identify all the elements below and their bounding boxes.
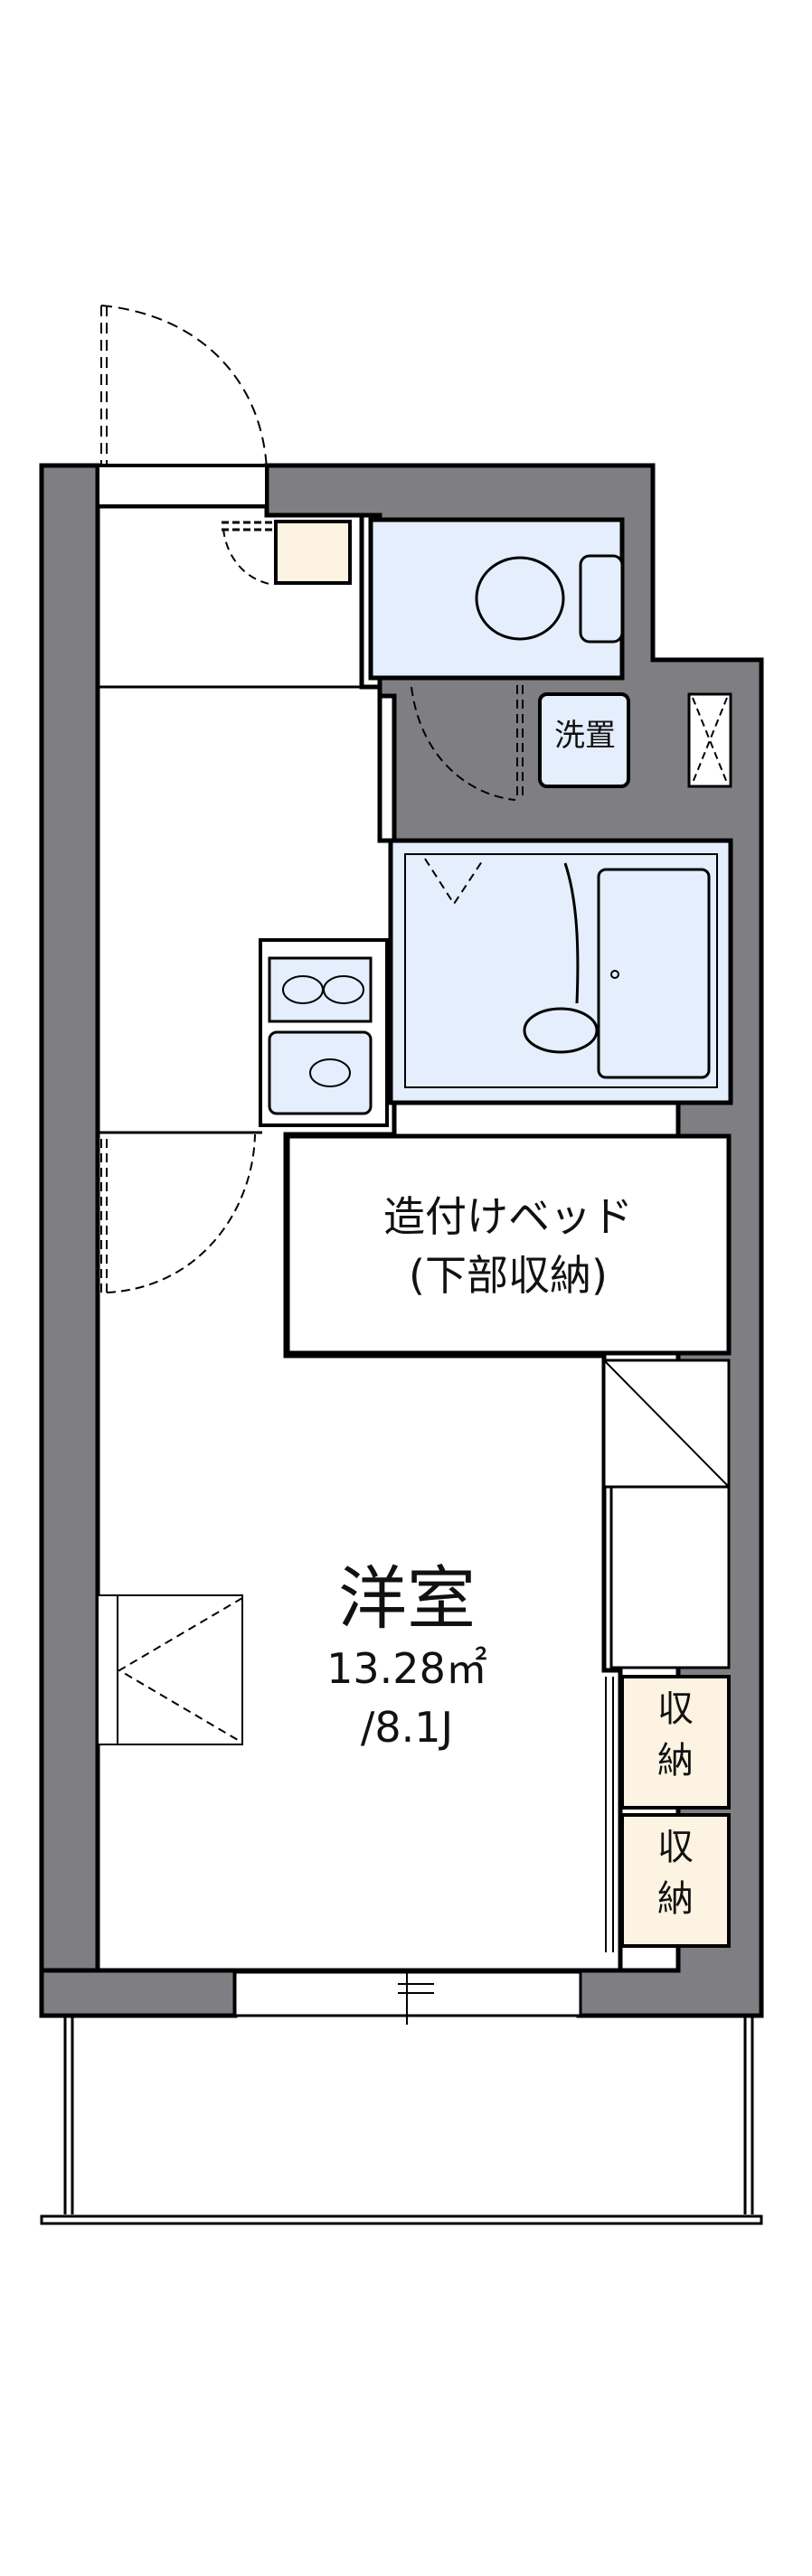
main-room-tatami: /8.1J <box>360 1703 454 1752</box>
main-room-area: 13.28㎡ <box>326 1644 487 1693</box>
window-icon <box>97 1594 243 1745</box>
toilet-door-icon <box>411 685 524 801</box>
storage-2 <box>620 1813 731 1948</box>
washer-space-label: 洗置 <box>554 718 616 754</box>
entrance-door-icon <box>100 305 268 471</box>
built-in-bed-label-line1: 造付けベッド <box>383 1192 633 1241</box>
built-in-bed-label-line2: (下部収納) <box>409 1251 608 1300</box>
storage-1 <box>620 1675 731 1810</box>
built-in-bed <box>285 1133 732 1356</box>
shoe-cabinet <box>274 520 352 585</box>
kitchen-sink-icon <box>268 1030 373 1115</box>
toilet-icon <box>475 554 624 644</box>
main-room-name: 洋室 <box>338 1558 476 1639</box>
balcony <box>40 2017 763 2225</box>
storage-1-label-line1: 収 <box>657 1688 694 1730</box>
left-wall <box>39 463 100 2018</box>
bottom-wall-left <box>39 1968 238 2018</box>
storage-2-label-line2: 納 <box>657 1878 694 1920</box>
sink-icon <box>523 1007 599 1054</box>
storage-1-label-line2: 納 <box>657 1740 694 1782</box>
stove-icon <box>268 956 373 1023</box>
room-door-icon <box>100 1133 256 1293</box>
bathtub-icon <box>597 868 711 1079</box>
washer-space <box>538 692 630 788</box>
closet-x-icon <box>687 692 732 788</box>
entrance-threshold <box>96 464 269 508</box>
bath-door-icon <box>424 858 485 906</box>
storage-2-label-line1: 収 <box>657 1827 694 1868</box>
